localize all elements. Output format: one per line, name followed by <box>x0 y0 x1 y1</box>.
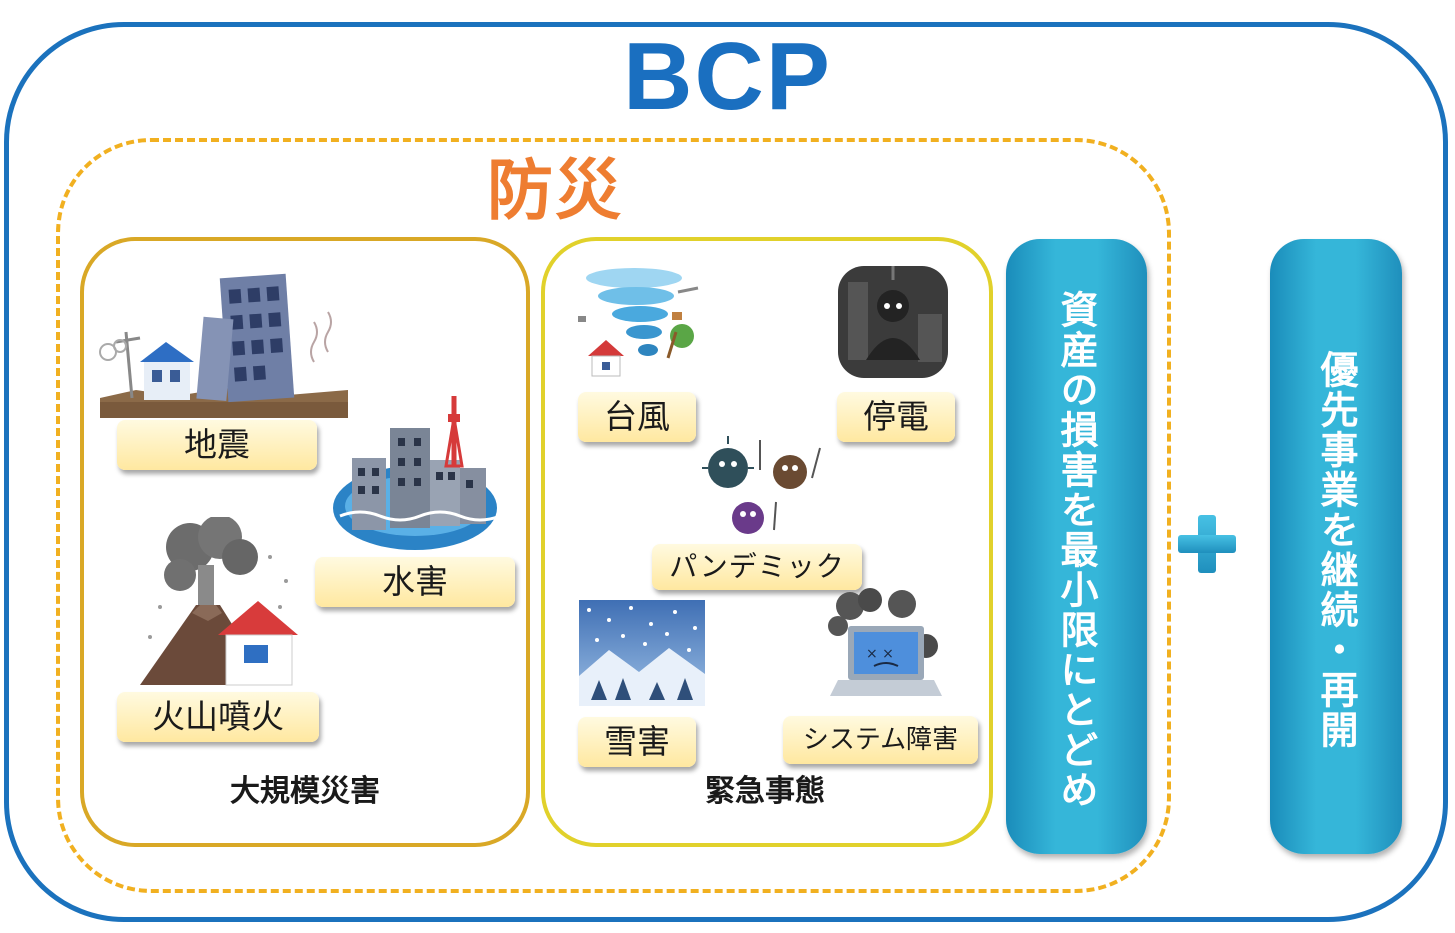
bcp-title: BCP <box>623 23 832 130</box>
svg-text:× ×: × × <box>866 646 894 662</box>
label-snow: 雪害 <box>578 717 696 767</box>
bousai-title: 防災 <box>487 152 623 229</box>
emergency-group <box>541 237 993 847</box>
label-pandemic: パンデミック <box>652 544 862 590</box>
label-earthquake: 地震 <box>117 420 317 470</box>
large-disaster-title: 大規模災害 <box>230 774 380 809</box>
snow-icon <box>579 600 705 706</box>
volcano-icon <box>140 517 298 686</box>
label-system-failure: システム障害 <box>783 716 978 764</box>
label-flood: 水害 <box>315 557 515 607</box>
label-typhoon: 台風 <box>578 392 696 442</box>
pillar-minimize-damage-text: 資産の損害を最小限にとどめ <box>1054 290 1098 810</box>
blackout-icon <box>838 266 948 378</box>
virus-icon <box>702 436 821 534</box>
pillar-minimize-damage <box>1006 239 1147 854</box>
pillar-continue-business <box>1270 239 1402 854</box>
plus-icon <box>1178 515 1236 573</box>
flood-icon <box>333 396 500 550</box>
label-blackout: 停電 <box>837 392 955 442</box>
earthquake-icon <box>99 273 348 418</box>
bcp-frame <box>4 22 1448 922</box>
system-failure-icon: × × <box>828 588 942 696</box>
large-disaster-group <box>80 237 530 847</box>
bousai-frame <box>56 138 1171 893</box>
pillar-continue-business-text: 優先事業を継続・再開 <box>1314 350 1358 750</box>
emergency-title: 緊急事態 <box>705 774 825 809</box>
label-volcano: 火山噴火 <box>117 692 319 742</box>
typhoon-icon <box>578 268 699 377</box>
